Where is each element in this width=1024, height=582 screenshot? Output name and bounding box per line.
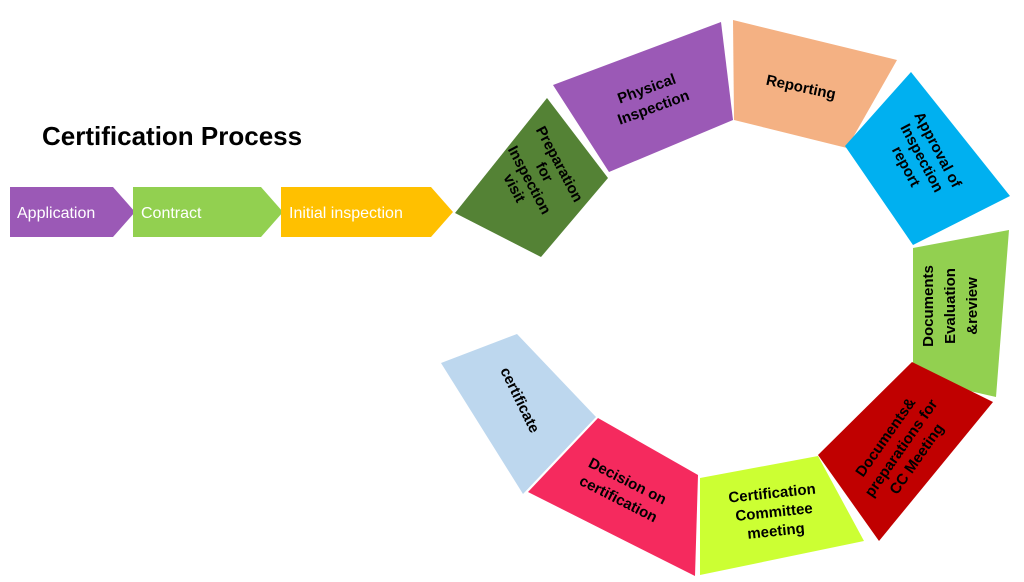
step-preparation: PreparationforInspectionvisit [455,98,608,257]
cycle-steps: PreparationforInspectionvisitPhysicalIns… [441,20,1010,576]
step-committee-meeting-label-line: meeting [747,520,806,543]
step-contract: Contract [133,187,283,237]
step-certificate: certificate [441,334,596,494]
step-initial-inspection: Initial inspection [281,187,453,237]
step-documents-preparations: Documents&preparations forCC Meeting [818,362,993,541]
step-application-label: Application [17,205,95,222]
step-initial-inspection-label: Initial inspection [289,205,403,222]
step-committee-meeting-shape [700,456,864,575]
step-reporting: Reporting [733,20,897,148]
step-application-shape [10,187,135,237]
step-approval: Approval ofInspectionreport [845,72,1010,245]
step-documents-evaluation-label-line: Evaluation [942,268,959,344]
step-application: Application [10,187,135,237]
step-documents-evaluation-label-line: &review [964,277,981,335]
step-documents-evaluation-shape [913,230,1009,397]
step-initial-inspection-shape [281,187,453,237]
diagram-title: Certification Process [42,121,302,151]
step-contract-label: Contract [141,205,202,222]
step-documents-evaluation-label: Documents Evaluation&review [920,265,981,347]
step-physical-inspection-shape [553,22,733,172]
linear-steps: Application Contract Initial inspection [10,187,453,237]
step-approval-shape [845,72,1010,245]
step-documents-evaluation-label-line: Documents [920,265,937,347]
step-documents-evaluation: Documents Evaluation&review [913,230,1009,397]
step-contract-shape [133,187,283,237]
step-documents-preparations-shape [818,362,993,541]
step-physical-inspection: PhysicalInspection [553,22,733,172]
step-committee-meeting: CertificationCommitteemeeting [700,456,864,575]
step-decision: Decision oncertification [528,418,698,576]
step-committee-meeting-label: CertificationCommitteemeeting [728,481,821,545]
step-certificate-shape [441,334,596,494]
step-decision-shape [528,418,698,576]
step-preparation-shape [455,98,608,257]
step-reporting-shape [733,20,897,148]
